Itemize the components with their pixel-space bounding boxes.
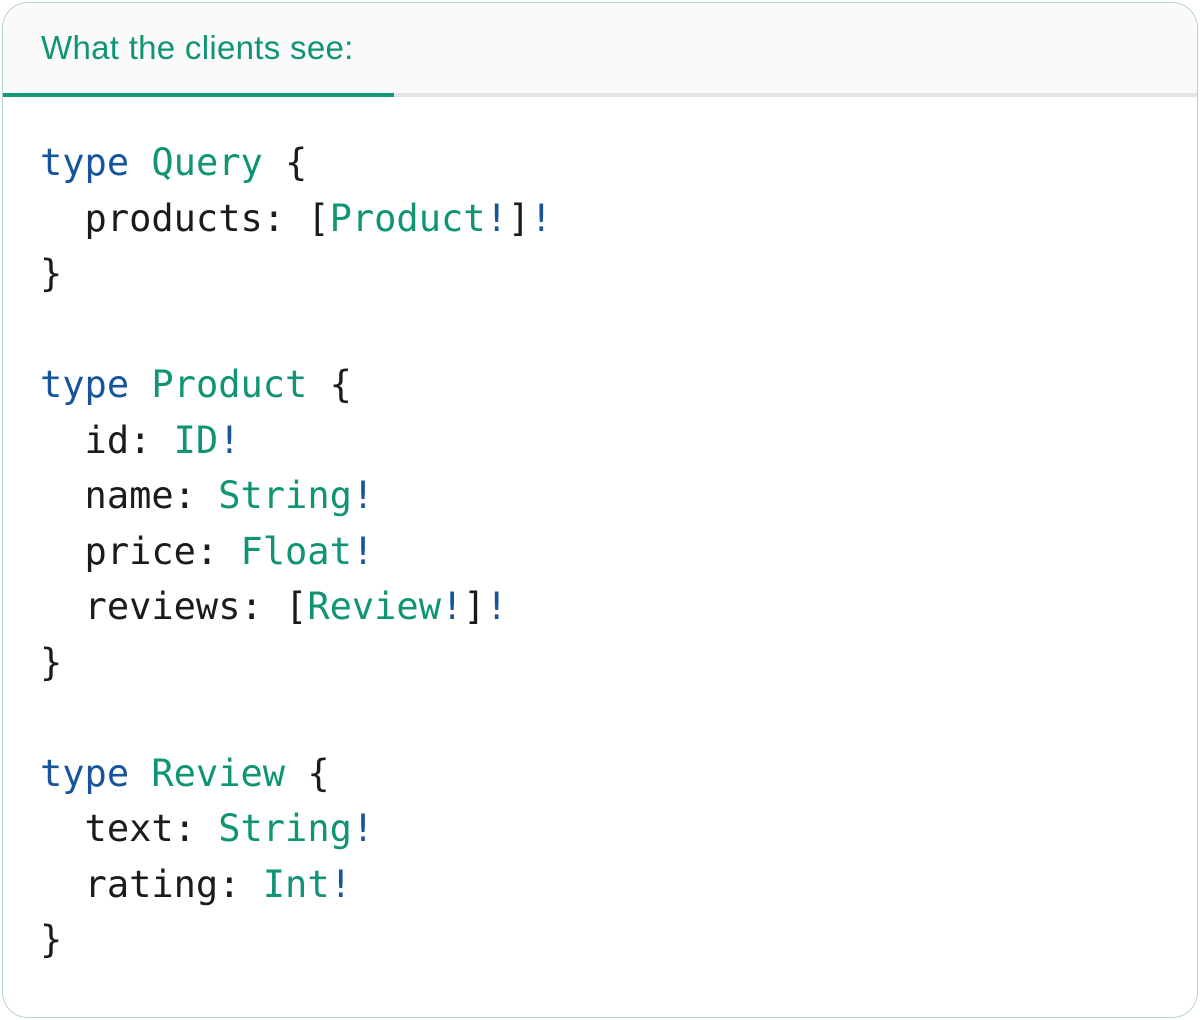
tab-label: What the clients see: [41,29,354,66]
code-token [129,141,151,184]
code-token: ! [485,196,508,240]
code-token: ! [329,862,352,906]
code-line: } [40,246,1167,302]
code-token: text: [40,807,219,850]
code-line: products: [Product!]! [40,191,1167,247]
code-token: { [285,751,330,795]
code-token: price: [40,529,241,573]
code-token: ! [351,529,375,573]
code-line: rating: Int! [40,857,1167,913]
code-token: ! [530,196,553,240]
code-line: } [40,912,1167,968]
code-block: type Query { products: [Product!]!}type … [3,97,1197,968]
code-token: } [40,918,63,961]
code-token: ! [218,418,241,462]
code-line [40,690,1167,746]
code-line: } [40,635,1167,691]
code-line: id: ID! [40,413,1167,469]
code-line: type Query { [40,135,1167,191]
active-tab-underline [3,93,394,97]
code-token: { [307,363,352,406]
code-token: { [262,141,308,184]
code-line: type Review { [40,746,1167,802]
code-token: String [218,474,352,517]
code-token: Product [151,363,308,406]
code-token: } [40,252,63,295]
code-token: Product [329,196,486,240]
code-line: price: Float! [40,524,1167,580]
code-token: ] [507,196,531,240]
code-token: id: [40,418,174,462]
code-token: } [40,640,63,684]
code-token: Review [151,751,286,795]
code-token [129,363,151,406]
code-line: text: String! [40,801,1167,857]
code-line: type Product { [40,357,1167,413]
code-token: Float [240,529,352,573]
code-token: Int [262,862,330,906]
code-token: String [218,807,352,850]
code-token: products: [ [40,196,330,240]
code-token [129,752,151,795]
code-token: type [40,751,130,795]
code-token: Query [151,141,263,184]
code-token: rating: [40,862,263,906]
code-token: Review [307,585,441,628]
code-line [40,302,1167,358]
code-token: ! [351,807,375,850]
code-token: ] [463,585,486,628]
tab-what-clients-see[interactable]: What the clients see: [41,29,354,67]
code-token: type [40,363,130,406]
code-line: name: String! [40,468,1167,524]
tab-bar: What the clients see: [3,3,1197,97]
code-token: type [40,141,130,184]
code-token: ID [173,418,219,462]
code-token: ! [485,585,508,628]
code-token: reviews: [ [40,585,308,628]
code-token: name: [40,474,219,517]
code-line: reviews: [Review!]! [40,579,1167,635]
code-token: ! [351,474,375,517]
code-token: ! [440,585,464,628]
